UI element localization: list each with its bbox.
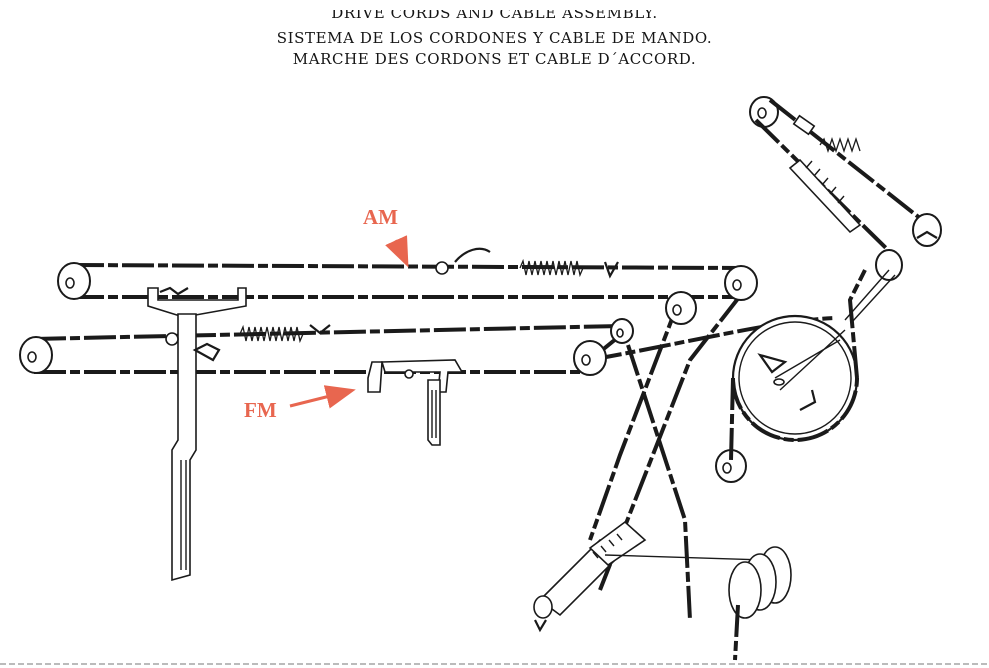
am-pointer-carriage xyxy=(147,286,247,582)
right-pulley-pair xyxy=(844,213,942,323)
upper-right-spring xyxy=(792,114,861,154)
fm-pointer-carriage xyxy=(367,359,464,446)
am-tension-spring xyxy=(435,247,619,279)
tuning-capacitor-shaft xyxy=(788,158,862,234)
pulley-am-right xyxy=(724,265,758,301)
fm-cord-loop xyxy=(33,297,836,621)
am-cord-loop xyxy=(71,263,742,591)
tuning-drum xyxy=(729,269,867,461)
tuning-knob-shaft xyxy=(533,520,766,633)
pulley-fm-upper xyxy=(610,318,634,344)
pulley-fm-lower xyxy=(573,340,607,376)
title-french: MARCHE DES CORDONS ET CABLE D´ACCORD. xyxy=(292,50,697,68)
am-callout-arrow xyxy=(385,235,409,268)
fm-label: FM xyxy=(244,398,277,422)
pulley-mid-left xyxy=(19,336,53,374)
spiral-cable-drum xyxy=(728,546,792,661)
title-english: DRIVE CORDS AND CABLE ASSEMBLY. xyxy=(331,4,658,22)
pulley-top-left xyxy=(57,262,91,300)
fm-tension-spring xyxy=(165,324,331,362)
title-spanish: SISTEMA DE LOS CORDONES Y CABLE DE MANDO… xyxy=(276,29,713,47)
am-label: AM xyxy=(363,205,398,229)
fm-callout-arrow xyxy=(289,385,356,409)
upper-right-pulley xyxy=(749,96,937,254)
pulley-am-inner xyxy=(665,291,697,325)
pulley-drum-idler xyxy=(715,449,747,483)
